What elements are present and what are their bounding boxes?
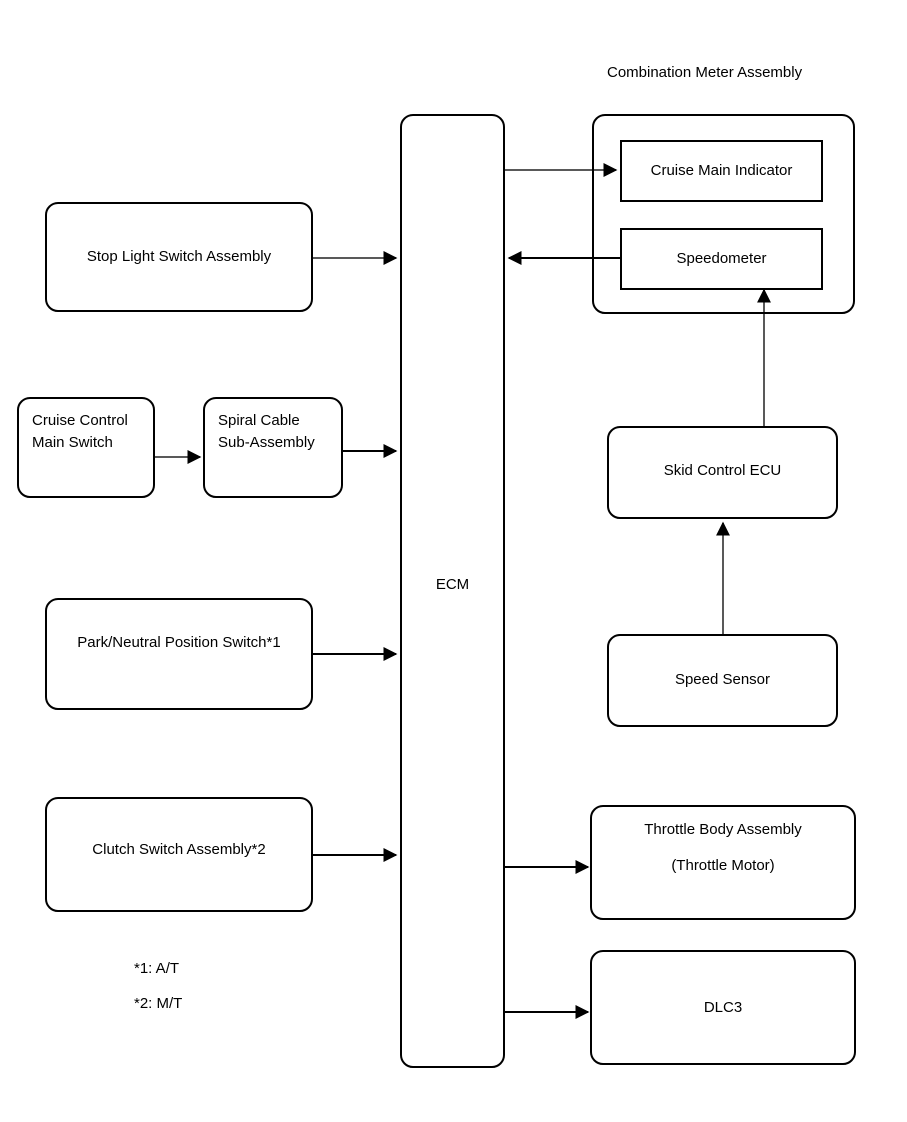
park-neutral-position-switch-label: Park/Neutral Position Switch*1 [77, 634, 281, 651]
spiral-cable-sub-assembly-label: Spiral Cable Sub-Assembly [218, 412, 315, 451]
skid-control-ecu-label: Skid Control ECU [663, 462, 782, 479]
combination-meter-assembly-caption: Combination Meter Assembly [607, 64, 803, 81]
ecm-label: ECM [435, 576, 470, 593]
cruise-main-indicator-label: Cruise Main Indicator [650, 162, 793, 179]
node-cruise-control-main-switch[interactable]: Cruise Control Main Switch [17, 397, 155, 498]
dlc3-label: DLC3 [703, 999, 743, 1016]
node-speed-sensor[interactable]: Speed Sensor [607, 634, 838, 727]
node-skid-control-ecu[interactable]: Skid Control ECU [607, 426, 838, 519]
node-spiral-cable-sub-assembly[interactable]: Spiral Cable Sub-Assembly [203, 397, 343, 498]
node-dlc3[interactable]: DLC3 [590, 950, 856, 1065]
speedometer-label: Speedometer [676, 250, 767, 267]
footnote-at: *1: A/T [134, 960, 180, 977]
throttle-motor-label: (Throttle Motor) [671, 857, 775, 874]
group-combination-meter-assembly [592, 114, 855, 314]
node-ecm[interactable]: ECM [400, 114, 505, 1068]
clutch-switch-assembly-label: Clutch Switch Assembly*2 [92, 841, 266, 858]
node-clutch-switch-assembly[interactable]: Clutch Switch Assembly*2 [45, 797, 313, 912]
node-cruise-main-indicator[interactable]: Cruise Main Indicator [620, 140, 823, 202]
cruise-control-main-switch-label: Cruise Control Main Switch [32, 412, 128, 451]
throttle-body-assembly-label: Throttle Body Assembly [644, 821, 802, 838]
speed-sensor-label: Speed Sensor [674, 671, 771, 688]
node-park-neutral-position-switch[interactable]: Park/Neutral Position Switch*1 [45, 598, 313, 710]
footnote-mt: *2: M/T [134, 995, 183, 1012]
stop-light-switch-assembly-label: Stop Light Switch Assembly [86, 248, 272, 265]
node-throttle-body-assembly[interactable]: Throttle Body Assembly (Throttle Motor) [590, 805, 856, 920]
node-speedometer[interactable]: Speedometer [620, 228, 823, 290]
node-stop-light-switch-assembly[interactable]: Stop Light Switch Assembly [45, 202, 313, 312]
